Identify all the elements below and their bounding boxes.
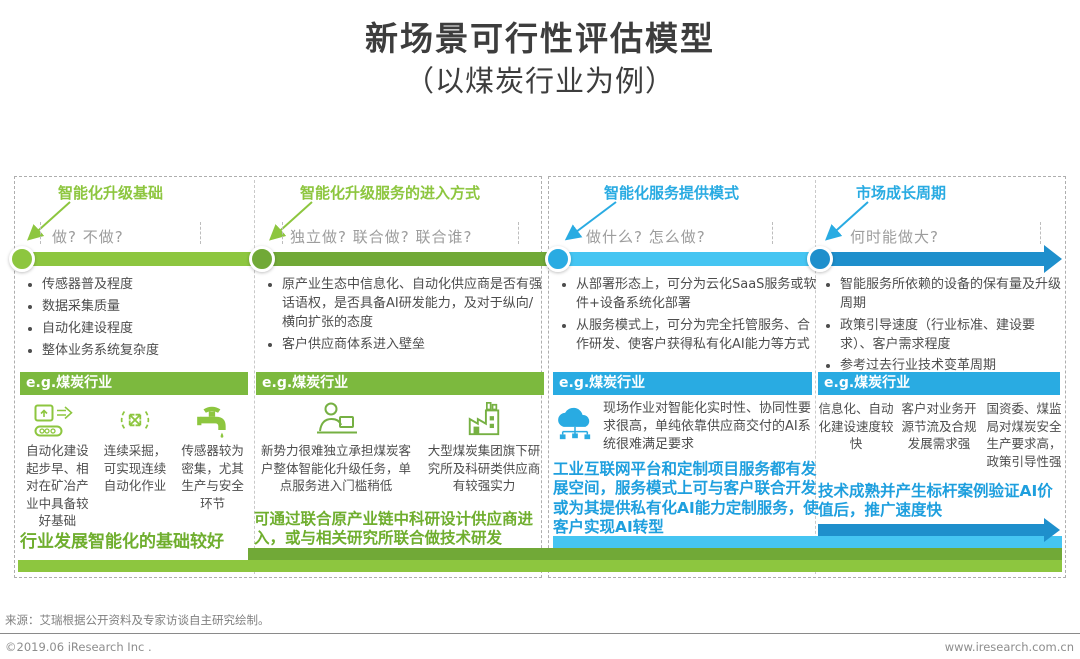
eg-item: 信息化、自动化建设速度较快: [818, 400, 894, 470]
timeline-arrowhead-icon: [1044, 245, 1062, 273]
progress-band-entry-mode: [248, 548, 1062, 560]
timeline-dot-4: [807, 246, 833, 272]
bullet: 传感器普及程度: [42, 276, 248, 295]
column-divider: [254, 180, 255, 574]
eg-item: 客户对业务开源节流及合规发展需求强: [898, 400, 980, 470]
bullet: 原产业生态中信息化、自动化供应商是否有强话语权，是否具备AI研发能力，及对于纵向…: [282, 276, 544, 333]
eg-item: 自动化建设起步早、相对在矿冶产业中具备较好基础: [20, 400, 95, 530]
eg-coal-bar-3: e.g.煤炭行业: [553, 372, 812, 395]
eg-item-text: 传感器较为密集，尤其生产与安全环节: [181, 443, 244, 511]
eg-item-text: 连续采掘，可实现连续自动化作业: [103, 443, 167, 493]
column-label-service-model: 智能化服务提供模式: [604, 184, 740, 202]
progress-band-market-cycle: [818, 524, 1044, 536]
model-diagram: 智能化升级基础 智能化升级服务的进入方式 智能化服务提供模式 市场成长周期 做?…: [9, 176, 1066, 578]
conclusion-service-model: 工业互联网平台和定制项目服务都有发展空间，服务模式上可与客户联合开发或为其提供私…: [553, 460, 819, 537]
eg-item: 现场作业对智能化实时性、协同性要求很高，单纯依靠供应商交付的AI系统很难满足要求: [553, 400, 815, 455]
question-tick: [772, 222, 773, 244]
question-alone-or-joint: 独立做? 联合做? 联合谁?: [290, 228, 473, 246]
bullet: 整体业务系统复杂度: [42, 342, 248, 361]
eg-item-text: 国资委、煤监局对煤炭安全生产要求高，政策引导性强: [986, 401, 1062, 469]
dashed-box-right: [548, 176, 1066, 578]
eg-examples-foundation: 自动化建设起步早、相对在矿冶产业中具备较好基础 连续采掘，可实现连续自动化作业: [20, 400, 250, 530]
question-tick: [200, 222, 201, 244]
question-when-scale: 何时能做大?: [850, 228, 939, 246]
progress-band-foundation: [18, 560, 1062, 572]
column-label-foundation: 智能化升级基础: [58, 184, 164, 202]
question-do-or-not: 做? 不做?: [52, 228, 124, 246]
column-label-entry-mode: 智能化升级服务的进入方式: [300, 184, 481, 202]
bullet: 政策引导速度（行业标准、建设要求）、客户需求程度: [840, 317, 1066, 355]
faucet-icon: [194, 400, 232, 438]
eg-item: 传感器较为密集，尤其生产与安全环节: [175, 400, 250, 530]
bullet: 自动化建设程度: [42, 320, 248, 339]
bullet-list-foundation: 传感器普及程度 数据采集质量 自动化建设程度 整体业务系统复杂度: [22, 276, 248, 363]
eg-coal-bar-2: e.g.煤炭行业: [256, 372, 544, 395]
question-tick: [282, 222, 283, 244]
timeline-segment-4: [820, 252, 1044, 266]
conclusion-entry-mode: 可通过联合原产业链中科研设计供应商进入，或与相关研究所联合做技术研发: [254, 510, 534, 548]
eg-examples-entry-mode: 新势力很难独立承担煤炭客户整体智能化升级任务，单点服务进入门槛稍低 大型煤炭集团…: [256, 400, 546, 495]
question-tick: [1040, 222, 1041, 244]
factory-icon: [465, 400, 503, 438]
timeline-dot-3: [545, 246, 571, 272]
eg-item-text: 自动化建设起步早、相对在矿冶产业中具备较好基础: [26, 443, 89, 528]
timeline-dot-2: [249, 246, 275, 272]
column-divider: [815, 180, 816, 574]
eg-item-text: 信息化、自动化建设速度较快: [818, 401, 894, 451]
question-tick: [518, 222, 519, 244]
cloud-network-icon: [553, 406, 597, 446]
footer-website: www.iresearch.com.cn: [944, 640, 1074, 654]
bullet: 从部署形态上，可分为云化SaaS服务或软件+设备系统化部署: [576, 276, 822, 314]
question-tick: [40, 222, 41, 244]
conclusion-foundation: 行业发展智能化的基础较好: [20, 532, 224, 552]
eg-item-text: 新势力很难独立承担煤炭客户整体智能化升级任务，单点服务进入门槛稍低: [260, 443, 411, 493]
bullet-list-service-model: 从部署形态上，可分为云化SaaS服务或软件+设备系统化部署 从服务模式上，可分为…: [556, 276, 822, 357]
bullet: 数据采集质量: [42, 298, 248, 317]
continuous-cycle-icon: [117, 400, 153, 438]
eg-item-text: 客户对业务开源节流及合规发展需求强: [901, 401, 977, 451]
timeline-dot-1: [9, 246, 35, 272]
timeline-segment-1: [18, 252, 262, 266]
bullet-list-entry-mode: 原产业生态中信息化、自动化供应商是否有强话语权，是否具备AI研发能力，及对于纵向…: [262, 276, 544, 357]
footer-divider: [0, 633, 1080, 634]
timeline-segment-3: [558, 252, 820, 266]
eg-item: 新势力很难独立承担煤炭客户整体智能化升级任务，单点服务进入门槛稍低: [256, 400, 416, 495]
bullet: 客户供应商体系进入壁垒: [282, 336, 544, 355]
column-label-market-cycle: 市场成长周期: [856, 184, 947, 202]
conveyor-automation-icon: [34, 400, 80, 438]
conclusion-market-cycle: 技术成熟并产生标杆案例验证AI价值后，推广速度快: [818, 482, 1053, 520]
progress-band-arrowhead-icon: [1044, 518, 1060, 542]
eg-item: 国资委、煤监局对煤炭安全生产要求高，政策引导性强: [984, 400, 1064, 470]
eg-coal-bar-4: e.g.煤炭行业: [818, 372, 1060, 395]
timeline-segment-2: [262, 252, 558, 266]
bullet: 智能服务所依赖的设备的保有量及升级周期: [840, 276, 1066, 314]
bullet: 参考过去行业技术变革周期: [840, 357, 1066, 376]
progress-band-service-model: [553, 536, 1062, 548]
eg-examples-service-model: 现场作业对智能化实时性、协同性要求很高，单纯依靠供应商交付的AI系统很难满足要求: [553, 400, 815, 455]
eg-coal-bar-1: e.g.煤炭行业: [20, 372, 248, 395]
page-subtitle: （以煤炭行业为例）: [404, 64, 675, 98]
eg-item-text: 现场作业对智能化实时性、协同性要求很高，单纯依靠供应商交付的AI系统很难满足要求: [603, 401, 812, 453]
eg-item: 连续采掘，可实现连续自动化作业: [99, 400, 172, 530]
worker-computer-icon: [311, 400, 361, 438]
source-note: 来源：艾瑞根据公开资料及专家访谈自主研究绘制。: [5, 613, 270, 627]
page-title: 新场景可行性评估模型: [365, 19, 715, 58]
eg-examples-market-cycle: 信息化、自动化建设速度较快 客户对业务开源节流及合规发展需求强 国资委、煤监局对…: [818, 400, 1064, 470]
eg-item: 大型煤炭集团旗下研究所及科研类供应商有较强实力: [424, 400, 544, 495]
question-what-how: 做什么? 怎么做?: [586, 228, 706, 246]
eg-item-text: 大型煤炭集团旗下研究所及科研类供应商有较强实力: [427, 443, 541, 493]
bullet-list-market-cycle: 智能服务所依赖的设备的保有量及升级周期 政策引导速度（行业标准、建设要求）、客户…: [820, 276, 1066, 379]
bullet: 从服务模式上，可分为完全托管服务、合作研发、使客户获得私有化AI能力等方式: [576, 317, 822, 355]
footer-copyright: ©2019.06 iResearch Inc .: [5, 640, 152, 654]
